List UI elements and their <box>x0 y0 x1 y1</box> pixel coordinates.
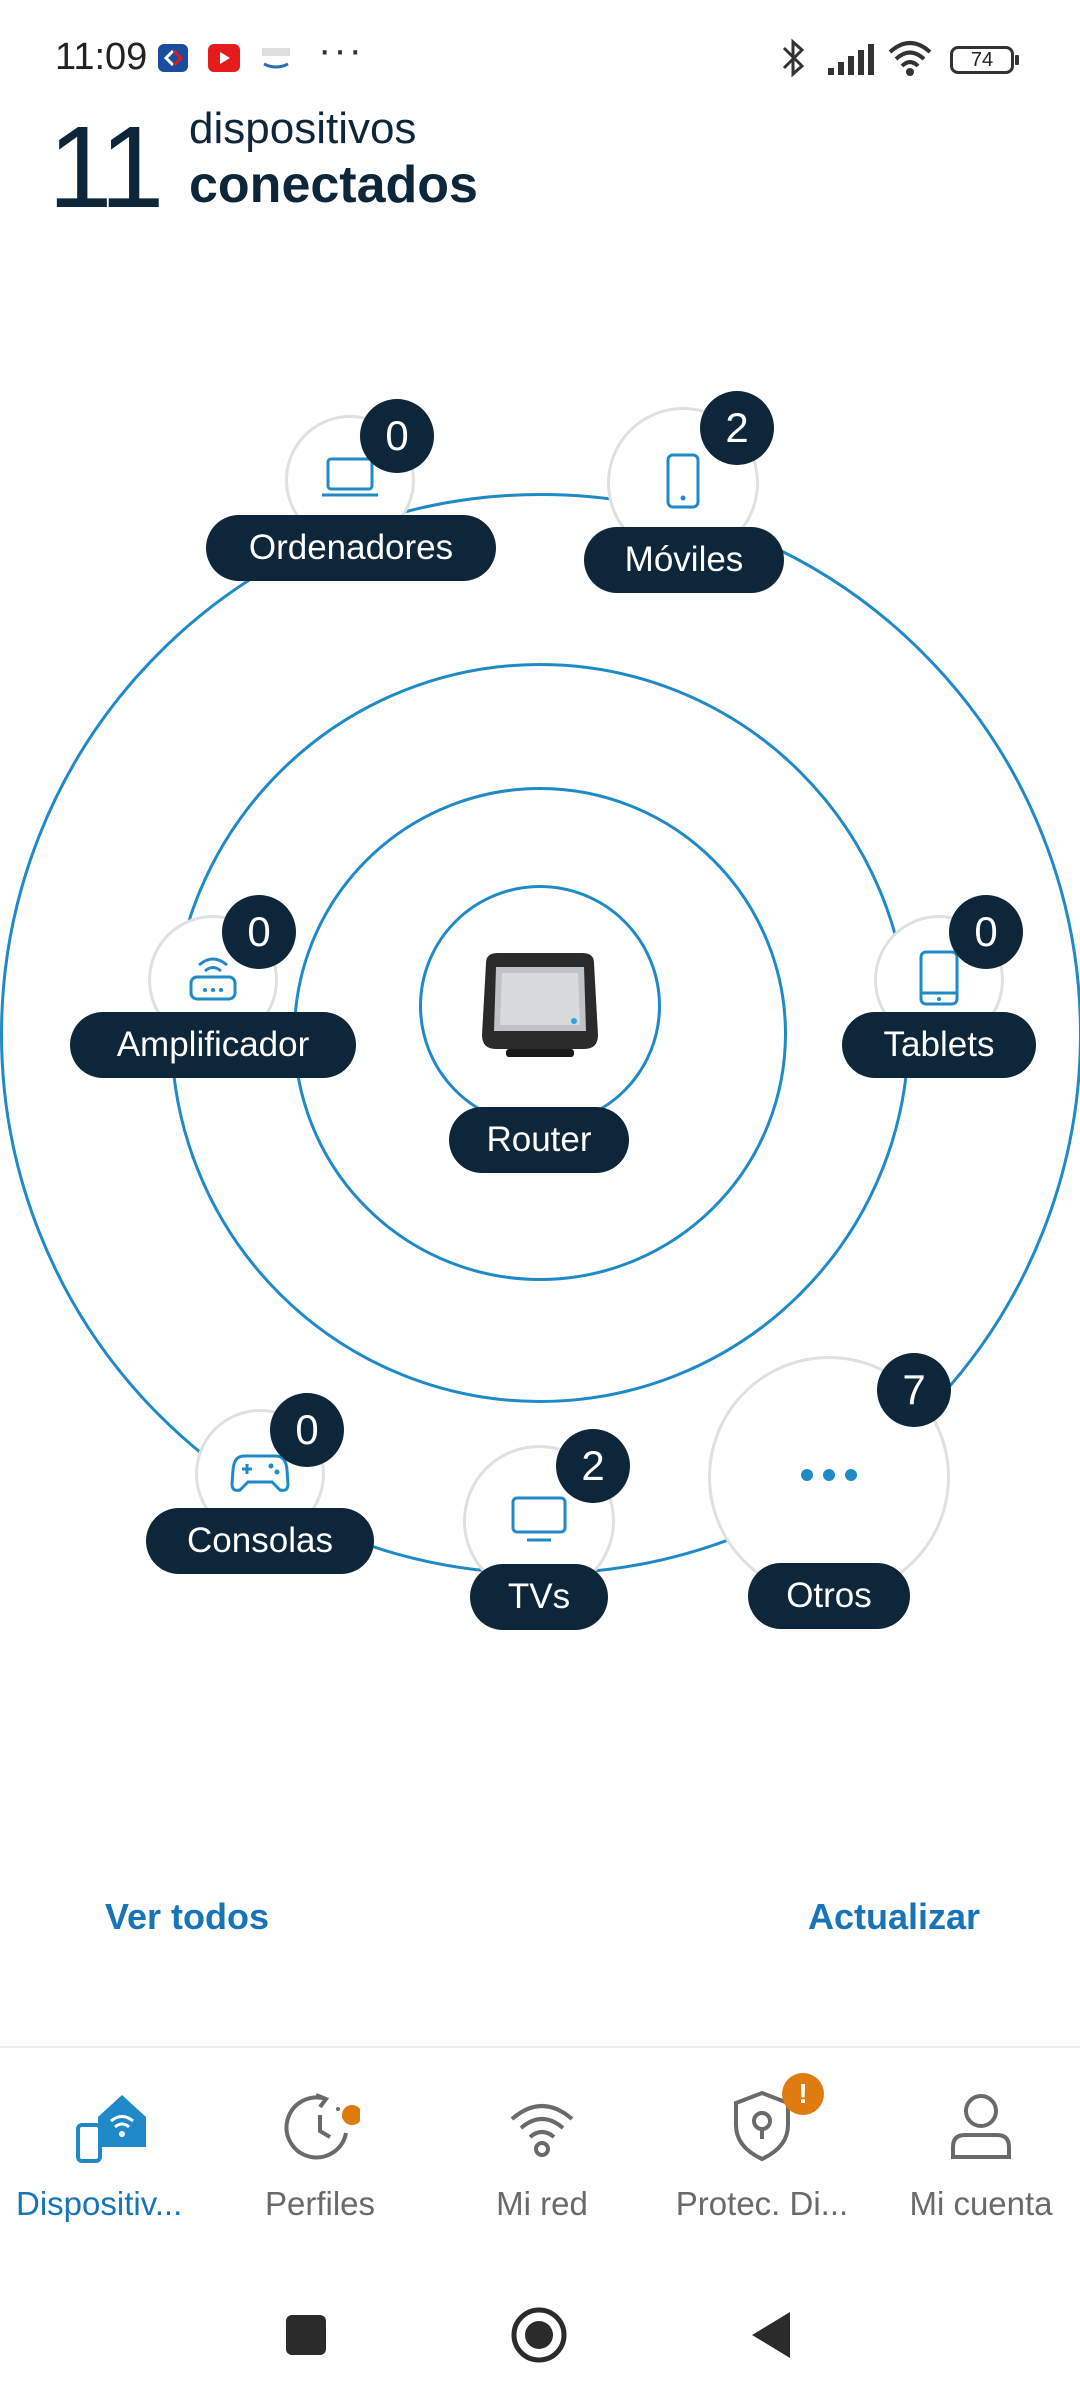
consolas-label[interactable]: Consolas <box>146 1508 374 1574</box>
header-title: conectados <box>189 156 478 214</box>
router-label[interactable]: Router <box>449 1107 629 1173</box>
tvs-count: 2 <box>556 1429 630 1503</box>
nav-perfiles-label: Perfiles <box>264 2185 376 2222</box>
clock-profile-icon <box>280 2085 362 2165</box>
nav-dispositivos-label: Dispositiv... <box>16 2185 183 2222</box>
signal-icon <box>826 42 876 81</box>
tvs-label[interactable]: TVs <box>470 1564 608 1630</box>
nav-mi-red[interactable]: Mi red <box>434 2085 650 2223</box>
tablet-icon <box>917 949 961 1012</box>
ordenadores-label[interactable]: Ordenadores <box>206 515 496 581</box>
recents-button[interactable] <box>286 2315 326 2355</box>
nav-mi-red-label: Mi red <box>496 2185 588 2222</box>
moviles-count: 2 <box>700 391 774 465</box>
otros-count: 7 <box>877 1353 951 1427</box>
more-notifications: ··· <box>318 28 364 72</box>
wifi-icon <box>502 2085 582 2165</box>
phone-icon <box>663 452 703 515</box>
nav-divider <box>0 2046 1080 2048</box>
home-button[interactable] <box>510 2306 568 2364</box>
ver-todos-link[interactable]: Ver todos <box>105 1896 270 1937</box>
wifi-status-icon <box>886 38 934 83</box>
tablets-count: 0 <box>949 895 1023 969</box>
consolas-count: 0 <box>270 1393 344 1467</box>
youtube-icon <box>208 44 240 72</box>
nav-proteccion-label: Protec. Di... <box>675 2185 849 2222</box>
nav-proteccion[interactable]: ! Protec. Di... <box>654 2073 870 2223</box>
alert-badge: ! <box>782 2073 824 2115</box>
user-icon <box>941 2085 1021 2165</box>
amplificador-label[interactable]: Amplificador <box>70 1012 356 1078</box>
extender-icon <box>185 953 241 1008</box>
device-count: 11 <box>48 102 164 232</box>
nav-mi-cuenta[interactable]: Mi cuenta <box>873 2085 1080 2223</box>
nav-mi-cuenta-label: Mi cuenta <box>909 2185 1053 2222</box>
gamepad-icon <box>230 1450 290 1499</box>
devices-wifi-icon <box>68 2085 148 2165</box>
moviles-label[interactable]: Móviles <box>584 527 784 593</box>
router-icon[interactable] <box>476 945 604 1066</box>
back-button[interactable] <box>748 2310 794 2360</box>
ordenadores-count: 0 <box>360 399 434 473</box>
more-dots-icon <box>799 1467 859 1488</box>
otros-label[interactable]: Otros <box>748 1563 910 1629</box>
nav-dispositivos[interactable]: Dispositiv... <box>0 2085 216 2223</box>
status-time: 11:09 <box>55 36 148 78</box>
nav-perfiles[interactable]: Perfiles <box>212 2085 428 2223</box>
battery-icon: 74 <box>950 46 1019 74</box>
header-subtitle: dispositivos <box>189 104 417 153</box>
amazon-icon <box>260 44 292 72</box>
tablets-label[interactable]: Tablets <box>842 1012 1036 1078</box>
bluetooth-icon <box>778 38 808 83</box>
amplificador-count: 0 <box>222 895 296 969</box>
tv-icon <box>509 1494 569 1549</box>
shield-lock-icon: ! <box>722 2073 824 2165</box>
actualizar-link[interactable]: Actualizar <box>808 1896 981 1937</box>
carrefour-icon <box>158 44 188 72</box>
laptop-icon <box>320 455 380 506</box>
